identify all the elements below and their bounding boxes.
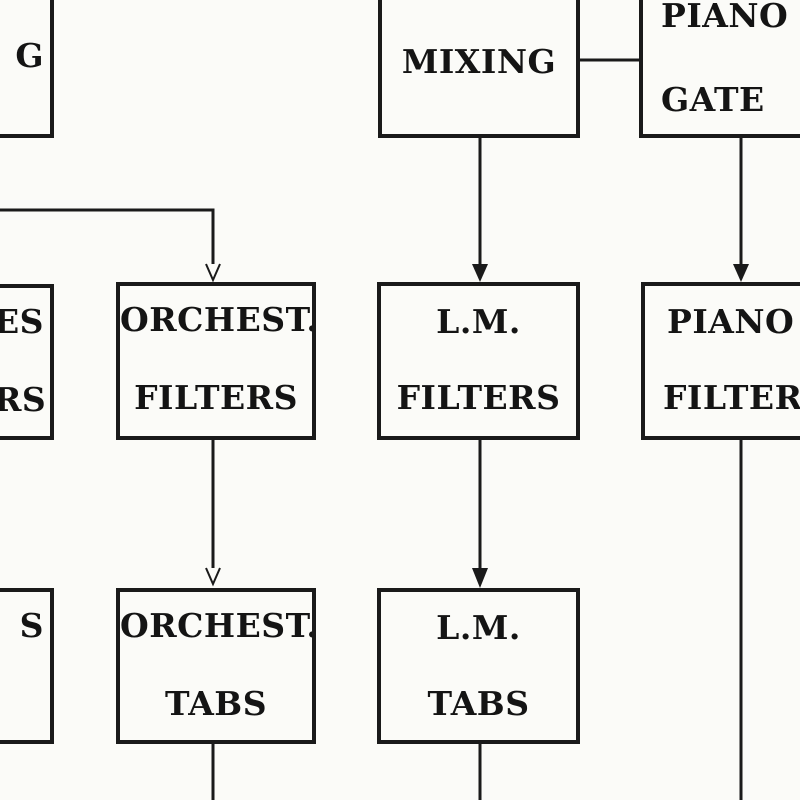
mixing-label: MIXING — [401, 42, 557, 81]
piano-filters-block: PIANO FILTERS — [641, 282, 800, 440]
left-tabs-label-line1: S — [19, 606, 44, 645]
lm-filters-block: L.M. FILTERS — [377, 282, 580, 440]
lm-filters-label-line2: FILTERS — [396, 378, 561, 417]
lm-tabs-label-line1: L.M. — [436, 608, 521, 647]
orchest-tabs-label-line2: TABS — [164, 684, 268, 723]
piano-filters-label-line2: FILTERS — [663, 378, 800, 417]
left-filters-block: ES RS — [0, 284, 54, 440]
orchest-filters-block: ORCHEST. FILTERS — [116, 282, 316, 440]
piano-gate-label-line1: PIANO — [661, 0, 789, 35]
mixing-block: MIXING — [378, 0, 580, 138]
orchest-tabs-label-line1: ORCHEST. — [120, 606, 316, 645]
left-filters-label-line2: RS — [0, 380, 47, 419]
arrowhead-orchest-filters — [205, 263, 221, 283]
piano-gate-block: PIANO GATE — [639, 0, 800, 138]
top-left-label: G — [15, 36, 44, 75]
arrowhead-piano-filters — [733, 264, 749, 282]
orchest-filters-label-line2: FILTERS — [134, 378, 298, 417]
orchest-tabs-block: ORCHEST. TABS — [116, 588, 316, 744]
orchest-filters-label-line1: ORCHEST. — [120, 300, 316, 339]
left-filters-label-line1: ES — [0, 302, 44, 341]
lm-tabs-block: L.M. TABS — [377, 588, 580, 744]
piano-filters-label-line1: PIANO — [667, 302, 795, 341]
lm-tabs-label-line2: TABS — [427, 684, 530, 723]
arrowhead-lm-tabs — [472, 568, 488, 588]
feed-to-orchest-filters-line — [0, 208, 215, 268]
lm-filters-label-line1: L.M. — [436, 302, 521, 341]
left-tabs-block: S — [0, 588, 54, 744]
top-left-block: G — [0, 0, 54, 138]
arrowhead-orchest-tabs — [205, 567, 221, 587]
piano-gate-label-line2: GATE — [661, 80, 765, 119]
arrowhead-lm-filters — [472, 264, 488, 282]
